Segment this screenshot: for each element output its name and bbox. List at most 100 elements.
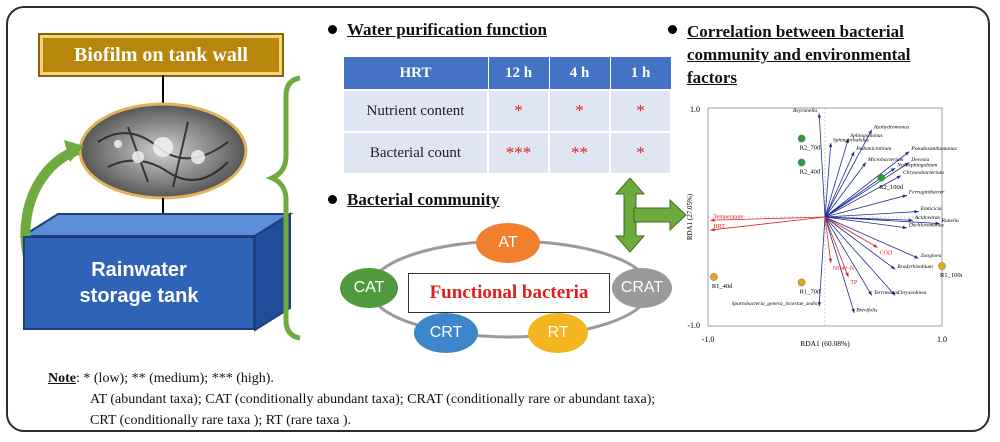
- env-factor-vector-head: [873, 243, 878, 248]
- sample-label: R2_40d: [800, 169, 821, 176]
- taxa-vector-head: [904, 162, 910, 167]
- taxa-label: Terrimonas: [874, 290, 899, 296]
- connector-line-bottom: [162, 198, 164, 216]
- taxa-vector-head: [896, 175, 902, 180]
- y-tick-label: 1.0: [690, 105, 700, 114]
- table-header-cell: 12 h: [487, 56, 550, 91]
- taxa-vector-head: [845, 138, 849, 143]
- row-label: Bacterial count: [342, 131, 489, 175]
- taxa-vector: [824, 194, 908, 218]
- env-factor-vector: [824, 216, 878, 248]
- connector-line-top: [162, 75, 164, 103]
- note-line-2: AT (abundant taxa); CAT (conditionally a…: [90, 392, 656, 407]
- taxa-vector: [824, 216, 919, 259]
- taxa-vector-head: [868, 129, 872, 135]
- row-label: Nutrient content: [342, 89, 489, 133]
- bullet-icon: [668, 25, 677, 34]
- taxa-label: Chryseobacterium: [903, 170, 944, 176]
- node-rt: RT: [528, 313, 588, 353]
- bacterial-community-title-text: Bacterial community: [347, 190, 500, 209]
- tank-label-line2: storage tank: [79, 285, 199, 307]
- taxa-vector: [824, 216, 855, 314]
- tank-label-line1: Rainwater: [91, 259, 187, 281]
- rda-biplot: 1.0 -1.0 -1.0 1.0 RDA1 (60.08%) RDA1 (27…: [686, 105, 962, 348]
- rainwater-tank: Rainwater storage tank: [23, 236, 255, 330]
- taxa-vector: [824, 211, 919, 218]
- env-factor-vector-head: [845, 272, 849, 277]
- env-factor-vector: [824, 216, 849, 278]
- taxa-label: Sphingomonas: [850, 133, 882, 139]
- taxa-label: Microbacterium: [867, 157, 904, 163]
- env-factor-vector-head: [710, 218, 715, 222]
- taxa-label: Ferruginibacter: [908, 190, 945, 196]
- taxa-vector-head: [868, 291, 872, 296]
- sample-point: [938, 262, 946, 270]
- taxa-vector: [824, 216, 896, 270]
- taxa-vector-head: [890, 265, 896, 270]
- bullet-icon: [328, 25, 337, 34]
- taxa-vector-head: [817, 302, 822, 307]
- taxa-label: Pedomicrobium: [855, 146, 891, 152]
- cross-arrow-icon: [614, 178, 687, 253]
- taxa-label: Chryseolinea: [897, 290, 927, 296]
- sample-point: [797, 134, 806, 143]
- taxa-vector: [818, 113, 826, 218]
- note-block: Note: * (low); ** (medium); *** (high). …: [48, 368, 655, 431]
- table-header-cell: 1 h: [609, 56, 672, 91]
- taxa-label: Zoogloea: [921, 253, 942, 259]
- x-tick-label: -1.0: [702, 335, 715, 344]
- taxa-label: Devosia: [910, 157, 929, 163]
- taxa-vector-head: [862, 162, 866, 167]
- taxa-vector: [824, 142, 832, 218]
- correlation-title-line2: community and environmental: [687, 45, 911, 64]
- correlation-title-line1: Correlation between bacterial: [687, 22, 904, 41]
- env-factor-vector: [710, 216, 826, 231]
- taxa-vector-head: [851, 308, 855, 313]
- taxa-vector: [818, 216, 826, 307]
- taxa-vector-head: [904, 151, 910, 156]
- env-factor-label: TP: [850, 280, 858, 286]
- env-factor-label: Temperature: [713, 214, 744, 220]
- sample-label: R1_70d: [800, 288, 821, 295]
- env-factor-vector-head: [828, 258, 833, 263]
- node-cat: CAT: [340, 268, 398, 308]
- taxa-vector-head: [902, 194, 907, 198]
- note-label: Note: [48, 371, 76, 386]
- taxa-label: Pseudoxanthomonas: [910, 146, 957, 152]
- taxa-label: Novosphingobium: [896, 162, 937, 168]
- taxa-label: Spartobacteria_genera_incertae_sedis: [732, 301, 818, 307]
- sample-label: R2_70d: [800, 145, 821, 152]
- sample-point: [710, 273, 718, 281]
- sample-label: R1_40d: [712, 283, 733, 290]
- node-at: AT: [476, 223, 540, 263]
- taxa-label: Bradyrhizobium: [897, 264, 933, 270]
- taxa-vector: [824, 151, 910, 218]
- table-header-cell: HRT: [342, 56, 489, 91]
- env-factor-label: COD: [880, 251, 893, 257]
- taxa-vector-head: [902, 225, 907, 230]
- table-cell: ***: [487, 131, 550, 175]
- taxa-label: Brevifolis: [856, 306, 877, 313]
- taxa-vector: [824, 129, 873, 218]
- taxa-vector-head: [890, 167, 896, 172]
- taxa-label: Emticicia: [920, 206, 942, 212]
- taxa-label: Runella: [941, 218, 959, 224]
- figure-frame: [6, 6, 990, 432]
- sample-point: [797, 278, 806, 287]
- note-legend: : * (low); ** (medium); *** (high).: [76, 371, 274, 386]
- bacterial-community-title: Bacterial community: [328, 190, 500, 210]
- node-crat: CRAT: [612, 268, 672, 308]
- taxa-label: Azohydromonas: [873, 124, 909, 130]
- table-row: Bacterial count *** ** *: [342, 131, 672, 175]
- sample-point: [797, 158, 806, 167]
- x-axis-label: RDA1 (60.08%): [800, 339, 850, 348]
- bullet-icon: [328, 195, 337, 204]
- taxa-vector: [824, 175, 902, 218]
- correlation-title-line3: factors: [687, 68, 738, 87]
- taxa-vector-head: [914, 255, 919, 259]
- taxa-vector-head: [935, 221, 940, 226]
- biofilm-label: Biofilm on tank wall: [40, 35, 282, 75]
- sample-point: [877, 173, 885, 182]
- table-cell: *: [548, 89, 611, 133]
- taxa-vector: [824, 138, 849, 218]
